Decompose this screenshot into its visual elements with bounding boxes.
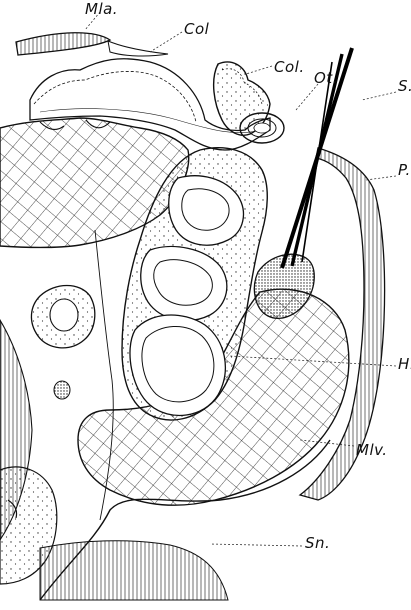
label-mlv: Mlv. <box>356 443 388 458</box>
label-col-lower: Col. <box>274 60 305 75</box>
label-h: H. <box>398 357 411 372</box>
left-small-vessel <box>31 286 94 348</box>
upper-left-muscle-sliver <box>16 33 168 56</box>
small-nerve-node <box>54 381 70 399</box>
label-p: P. <box>398 163 411 178</box>
bottom-striations <box>40 541 228 600</box>
label-ot: Ot. <box>314 71 338 86</box>
label-col-upper: Col <box>184 22 209 37</box>
label-mla: Mla. <box>85 2 118 17</box>
label-s: S. <box>398 79 411 94</box>
label-sn: Sn. <box>305 536 330 551</box>
